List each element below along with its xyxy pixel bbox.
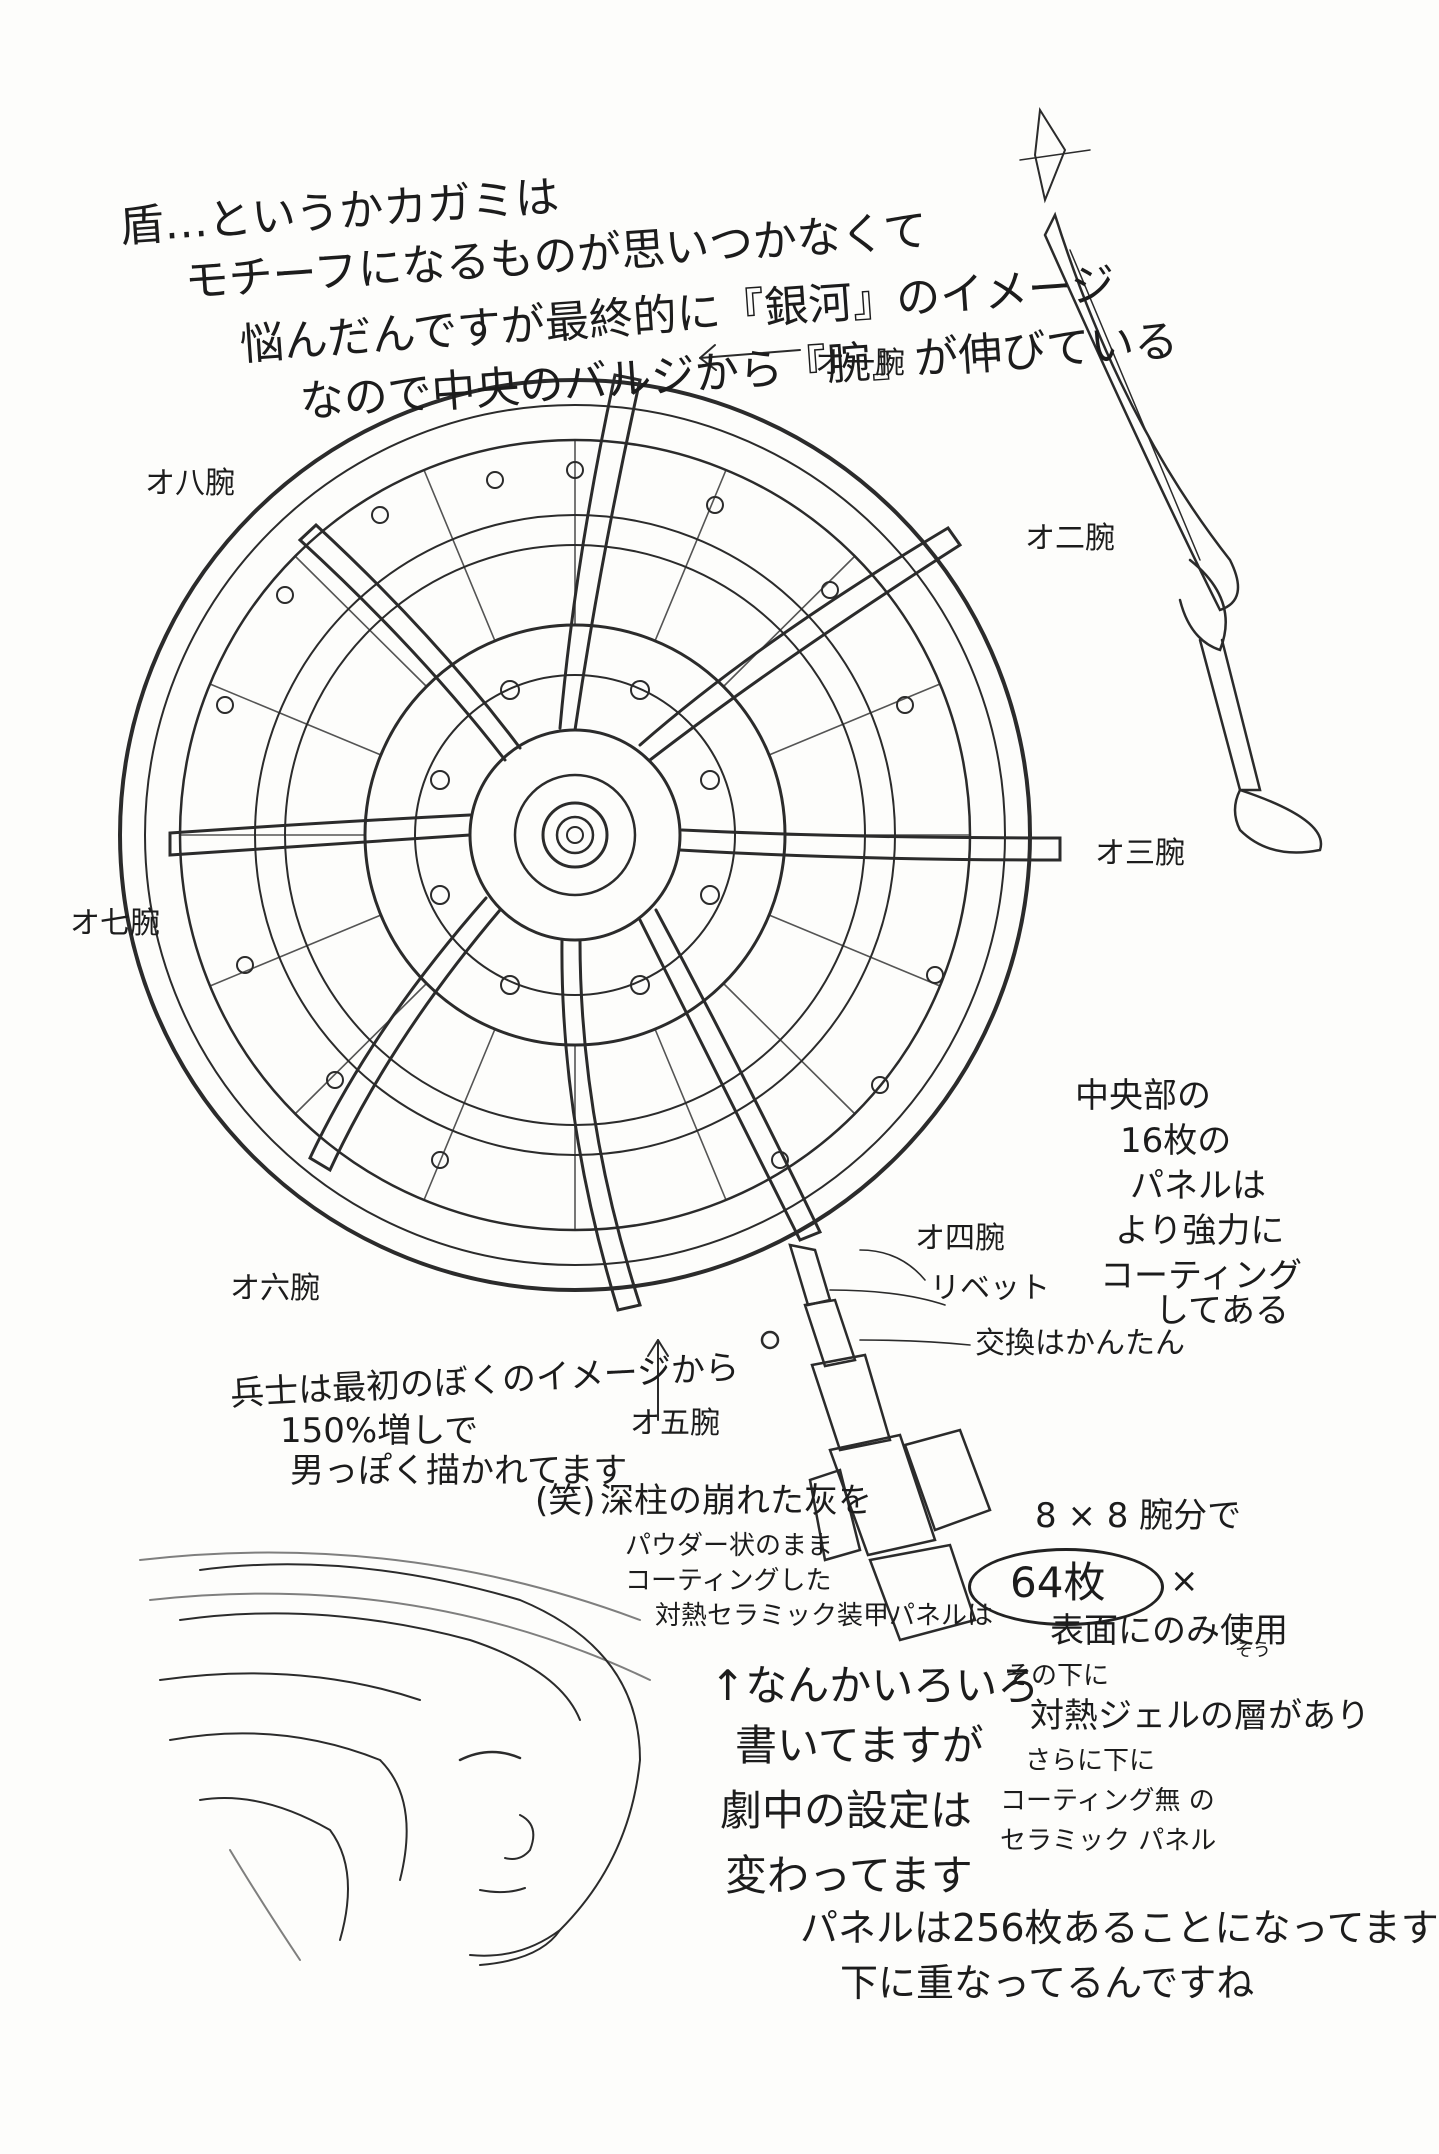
material-line-1: 深柱の崩れた灰を: [600, 1481, 872, 1521]
count-oval: [968, 1548, 1164, 1626]
arm-label-1: オ一腕: [815, 346, 905, 381]
soldier-note-2: 150%増しで: [280, 1411, 479, 1451]
arm-label-7: オ七腕: [70, 906, 160, 941]
disclaimer-3: 劇中の設定は: [720, 1786, 973, 1835]
face-sketch: [139, 1551, 651, 1966]
arm-6: [308, 896, 502, 1173]
shield-outer-rim: [118, 378, 1032, 1292]
disclaimer-4: 変わってます: [725, 1851, 973, 1900]
arm-label-4: オ四腕: [915, 1221, 1005, 1256]
layer-line-3: さらに下に: [1025, 1746, 1156, 1776]
soldier-note-3: 男っぽく描かれてます: [290, 1451, 628, 1491]
disclaimer-1: ↑なんかいろいろ: [710, 1661, 1040, 1710]
closing-line-1: パネルは256枚あることになってます: [800, 1906, 1439, 1950]
closing-line-2: 下に重なってるんですね: [840, 1961, 1255, 2005]
arm-7: [168, 813, 472, 857]
material-line-2: パウダー状のまま: [625, 1531, 834, 1561]
arm-2: [638, 526, 963, 762]
disclaimer-2: 書いてますが: [735, 1721, 984, 1770]
arm-5: [560, 938, 642, 1312]
arm-4: [638, 908, 823, 1242]
center-note-6: してある: [1155, 1291, 1289, 1331]
detached-arm: [760, 1243, 992, 1642]
count-times: ×: [1170, 1561, 1199, 1601]
sword-sketch: [1019, 107, 1323, 854]
mirror-shield-sketch: [118, 107, 1323, 1966]
rivet-replace-note: 交換はかんたん: [975, 1326, 1185, 1361]
layer-line-2: 対熱ジェルの層があり: [1030, 1696, 1370, 1736]
center-note-5: コーティング: [1100, 1256, 1302, 1296]
material-line-4: 対熱セラミック装甲パネルは: [655, 1601, 994, 1631]
material-line-3: コーティングした: [625, 1566, 832, 1596]
rivet-label: リベット: [930, 1271, 1050, 1306]
layer-line-5: セラミック パネル: [1000, 1826, 1217, 1856]
arm-label-6: オ六腕: [230, 1271, 320, 1306]
count-surface: 表面にのみ使用: [1050, 1611, 1288, 1651]
layer-line-1: その下に: [1005, 1661, 1110, 1691]
center-note-1: 中央部の: [1075, 1076, 1211, 1116]
count-value: 64枚: [1010, 1558, 1106, 1607]
arm-3: [678, 828, 1062, 862]
arm-label-8: オ八腕: [145, 466, 235, 501]
arm-8: [297, 522, 522, 762]
layer-line-4: コーティング無 の: [1000, 1786, 1215, 1816]
material-prefix: (笑): [535, 1481, 596, 1521]
arm-label-2: オ二腕: [1025, 521, 1115, 556]
layer-ruby: そう: [1235, 1640, 1271, 1661]
central-bulge: [468, 728, 682, 942]
shield-inner-ring: [363, 623, 787, 1047]
center-note-4: より強力に: [1115, 1211, 1285, 1251]
center-note-2: 16枚の: [1120, 1121, 1232, 1161]
arm-label-3: オ三腕: [1095, 836, 1185, 871]
arm-label-5: オ五腕: [630, 1406, 720, 1441]
count-formula: 8 × 8 腕分で: [1035, 1496, 1242, 1536]
arm-1: [558, 373, 642, 732]
center-note-3: パネルは: [1130, 1166, 1266, 1206]
